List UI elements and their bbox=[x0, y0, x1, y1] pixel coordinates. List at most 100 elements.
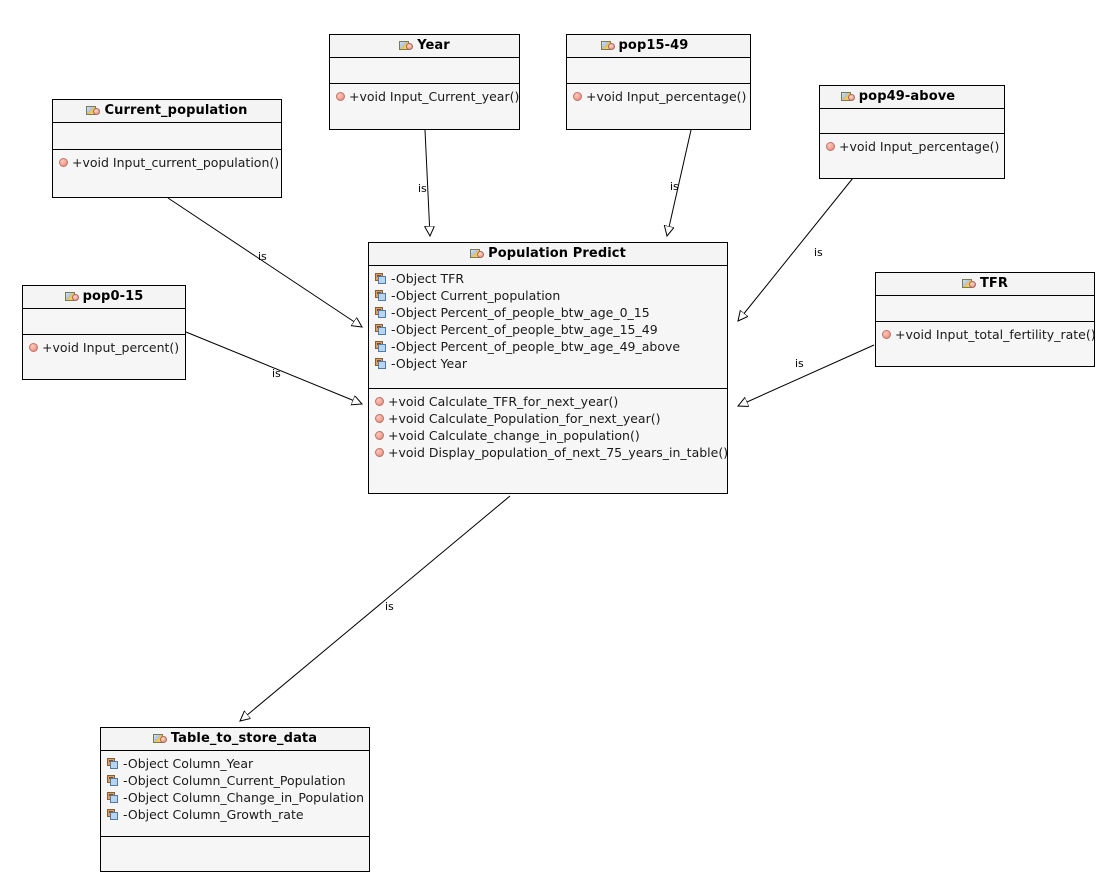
operation-label: +void Calculate_TFR_for_next_year() bbox=[388, 394, 619, 409]
public-operation-icon bbox=[375, 397, 384, 406]
class-header-pop0-15: pop0-15 bbox=[23, 286, 185, 309]
operation-row[interactable]: +void Input_current_population() bbox=[59, 154, 279, 171]
operations-compartment: +void Input_percentage() bbox=[567, 84, 750, 129]
class-icon bbox=[399, 39, 414, 52]
class-title: TFR bbox=[979, 276, 1009, 291]
operations-compartment: +void Input_percentage() bbox=[820, 134, 1004, 178]
edge-table-to-store-data bbox=[240, 495, 511, 721]
operation-label: +void Calculate_Population_for_next_year… bbox=[388, 411, 661, 426]
operation-row[interactable]: +void Input_total_fertility_rate() bbox=[882, 326, 1096, 343]
operation-row[interactable]: +void Calculate_TFR_for_next_year() bbox=[375, 393, 721, 410]
attributes-compartment: -Object Column_Year -Object Column_Curre… bbox=[101, 751, 369, 837]
edge-label-tfr: is bbox=[795, 357, 804, 370]
attribute-row[interactable]: -Object Current_population bbox=[375, 287, 721, 304]
attribute-row[interactable]: -Object Percent_of_people_btw_age_49_abo… bbox=[375, 338, 721, 355]
operation-label: +void Input_current_population() bbox=[72, 155, 280, 170]
attributes-compartment-empty bbox=[876, 296, 1094, 322]
attribute-label: -Object Column_Change_in_Population bbox=[123, 790, 365, 805]
class-box-current-population[interactable]: Current_population +void Input_current_p… bbox=[52, 99, 282, 198]
class-box-table-to-store-data[interactable]: Table_to_store_data -Object Column_Year … bbox=[100, 727, 370, 872]
public-operation-icon bbox=[29, 343, 38, 352]
edge-label-pop15-49: is bbox=[670, 180, 679, 193]
class-title: pop49-above bbox=[858, 89, 956, 104]
attribute-row[interactable]: -Object Column_Growth_rate bbox=[107, 806, 363, 823]
attribute-row[interactable]: -Object Percent_of_people_btw_age_0_15 bbox=[375, 304, 721, 321]
operation-row[interactable]: +void Display_population_of_next_75_year… bbox=[375, 444, 728, 461]
class-header-year: Year bbox=[330, 35, 519, 58]
edge-tfr bbox=[738, 344, 875, 406]
class-icon bbox=[840, 90, 855, 103]
public-operation-icon bbox=[336, 92, 345, 101]
class-title: Population Predict bbox=[488, 246, 626, 261]
class-box-pop49-above[interactable]: pop49-above +void Input_percentage() bbox=[819, 85, 1005, 179]
class-icon bbox=[470, 247, 485, 260]
private-attribute-icon bbox=[375, 357, 387, 370]
operation-label: +void Input_Current_year() bbox=[349, 89, 520, 104]
class-box-population-predict[interactable]: Population Predict -Object TFR -Object C… bbox=[368, 242, 728, 494]
operation-row[interactable]: +void Input_percent() bbox=[29, 339, 179, 356]
attributes-compartment-empty bbox=[330, 58, 519, 84]
private-attribute-icon bbox=[375, 340, 387, 353]
attribute-row[interactable]: -Object Year bbox=[375, 355, 721, 372]
operation-row[interactable]: +void Calculate_change_in_population() bbox=[375, 427, 721, 444]
operation-label: +void Display_population_of_next_75_year… bbox=[388, 445, 729, 460]
operation-row[interactable]: +void Calculate_Population_for_next_year… bbox=[375, 410, 721, 427]
attribute-row[interactable]: -Object Column_Current_Population bbox=[107, 772, 363, 789]
attributes-compartment: -Object TFR -Object Current_population -… bbox=[369, 266, 727, 389]
attribute-row[interactable]: -Object Percent_of_people_btw_age_15_49 bbox=[375, 321, 721, 338]
attributes-compartment-empty bbox=[567, 58, 750, 84]
attribute-label: -Object Column_Current_Population bbox=[123, 773, 346, 788]
operations-compartment: +void Input_percent() bbox=[23, 335, 185, 379]
attribute-row[interactable]: -Object Column_Year bbox=[107, 755, 363, 772]
private-attribute-icon bbox=[375, 272, 387, 285]
edge-label-current-population: is bbox=[258, 250, 267, 263]
public-operation-icon bbox=[59, 158, 68, 167]
operation-label: +void Input_percent() bbox=[42, 340, 180, 355]
class-header-population-predict: Population Predict bbox=[369, 243, 727, 266]
edge-label-year: is bbox=[418, 182, 427, 195]
private-attribute-icon bbox=[107, 808, 119, 821]
edge-pop49-above bbox=[738, 177, 854, 321]
edge-label-pop0-15: is bbox=[272, 367, 281, 380]
operations-compartment: +void Calculate_TFR_for_next_year() +voi… bbox=[369, 389, 728, 493]
attribute-label: -Object Percent_of_people_btw_age_49_abo… bbox=[391, 339, 681, 354]
operation-label: +void Input_percentage() bbox=[586, 89, 747, 104]
class-box-pop15-49[interactable]: pop15-49 +void Input_percentage() bbox=[566, 34, 751, 130]
class-box-tfr[interactable]: TFR +void Input_total_fertility_rate() bbox=[875, 272, 1096, 367]
attribute-label: -Object Year bbox=[391, 356, 468, 371]
attributes-compartment-empty bbox=[820, 109, 1004, 134]
class-title: pop0-15 bbox=[82, 289, 144, 304]
class-header-pop49-above: pop49-above bbox=[820, 86, 1004, 109]
public-operation-icon bbox=[573, 92, 582, 101]
class-icon bbox=[64, 290, 79, 303]
public-operation-icon bbox=[375, 448, 384, 457]
class-title: Year bbox=[417, 38, 450, 53]
class-icon bbox=[152, 732, 167, 745]
attribute-label: -Object Percent_of_people_btw_age_0_15 bbox=[391, 305, 650, 320]
attribute-label: -Object Column_Growth_rate bbox=[123, 807, 304, 822]
class-box-year[interactable]: Year +void Input_Current_year() bbox=[329, 34, 520, 130]
class-box-pop0-15[interactable]: pop0-15 +void Input_percent() bbox=[22, 285, 186, 380]
class-icon bbox=[86, 104, 101, 117]
class-title: Current_population bbox=[104, 103, 248, 118]
operation-row[interactable]: +void Input_Current_year() bbox=[336, 88, 519, 105]
operation-row[interactable]: +void Input_percentage() bbox=[826, 138, 999, 155]
class-header-table-to-store-data: Table_to_store_data bbox=[101, 728, 369, 751]
attribute-row[interactable]: -Object TFR bbox=[375, 270, 721, 287]
class-title: Table_to_store_data bbox=[170, 731, 318, 746]
operations-compartment-empty bbox=[101, 837, 369, 871]
attribute-label: -Object Current_population bbox=[391, 288, 561, 303]
class-title: pop15-49 bbox=[618, 38, 689, 53]
public-operation-icon bbox=[826, 142, 835, 151]
public-operation-icon bbox=[375, 431, 384, 440]
attributes-compartment-empty bbox=[23, 309, 185, 335]
public-operation-icon bbox=[375, 414, 384, 423]
class-header-current-population: Current_population bbox=[53, 100, 281, 123]
operation-row[interactable]: +void Input_percentage() bbox=[573, 88, 747, 105]
private-attribute-icon bbox=[107, 774, 119, 787]
private-attribute-icon bbox=[375, 323, 387, 336]
operations-compartment: +void Input_current_population() bbox=[53, 150, 281, 197]
attributes-compartment-empty bbox=[53, 123, 281, 150]
attribute-row[interactable]: -Object Column_Change_in_Population bbox=[107, 789, 365, 806]
